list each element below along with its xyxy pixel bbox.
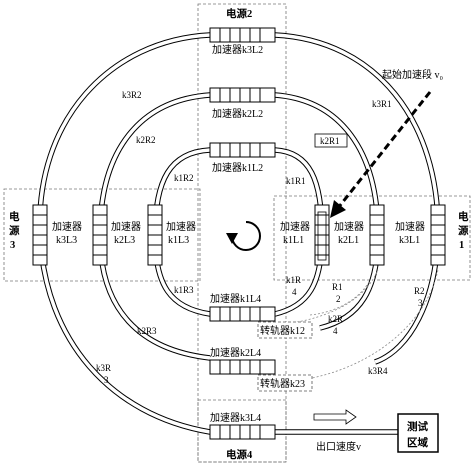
exit-velocity-label: 出口速度v (316, 440, 361, 453)
accelerator-k1L3-label-top: 加速器 (166, 221, 196, 233)
power-source-1-label-1: 电 (458, 210, 469, 223)
power-source-1-label-3: 1 (459, 240, 464, 251)
accelerator-k3L3-label-bottom: k3L3 (56, 235, 77, 246)
power-source-3-label-2: 源 (9, 224, 20, 237)
accelerator-k3L2: 加速器k3L2 (209, 27, 276, 56)
accelerator-k1L2-label: 加速器k1L2 (212, 162, 263, 174)
accelerator-k3L1: 加速器 k3L1 (395, 204, 446, 266)
segment-k3R3-a: k3R (96, 363, 111, 373)
accelerator-k2L1-label-bottom: k2L1 (338, 235, 359, 246)
switch-k12-label: 转轨器k12 (260, 324, 305, 337)
accelerator-k3L2-label: 加速器k3L2 (212, 44, 263, 56)
segment-k3R1: k3R1 (372, 99, 392, 109)
segment-k1R1: k1R1 (286, 176, 306, 186)
accelerator-k3L3: 加速器 k3L3 (32, 204, 82, 266)
segment-k2R4-a: k2R (328, 314, 343, 324)
accelerator-k3L1-label-top: 加速器 (395, 221, 425, 233)
power-source-3-label-3: 3 (10, 240, 15, 251)
power-source-2-label: 电源2 (226, 7, 252, 20)
injection-arrow (330, 91, 432, 218)
segment-k2R2: k2R2 (136, 135, 156, 145)
accelerator-k3L1-label-bottom: k3L1 (399, 235, 420, 246)
test-area-label-1: 测试 (407, 420, 428, 433)
power-source-3-label-1: 电 (9, 210, 20, 223)
accelerator-k1L1-label-top: 加速器 (280, 221, 310, 233)
accelerator-k2L3-label-top: 加速器 (111, 221, 141, 233)
accelerator-k2L2: 加速器k2L2 (209, 87, 276, 120)
start-segment-label: 起始加速段 v₀ (382, 68, 443, 81)
accelerator-k2L4: 加速器k2L4 (209, 347, 276, 375)
accelerator-k1L3: 加速器 k1L3 (147, 204, 196, 266)
segment-R1-a: R1 (332, 282, 343, 292)
accelerator-k1L1-label-bottom: k1L1 (283, 235, 304, 246)
test-area-label-2: 区域 (407, 436, 428, 449)
power-source-2-region (197, 3, 287, 463)
accelerator-k1L3-label-bottom: k1L3 (168, 235, 189, 246)
segment-k1R4-a: k1R (286, 275, 301, 285)
segment-k2R4-b: 4 (333, 326, 338, 336)
accelerator-k3L3-label-top: 加速器 (52, 221, 82, 233)
segment-R1-b: 2 (336, 294, 341, 304)
accelerator-k2L2-label: 加速器k2L2 (212, 108, 263, 120)
accelerator-k1L4-label: 加速器k1L4 (210, 293, 261, 305)
segment-k2R3: k2R3 (137, 326, 157, 336)
segment-k1R4-b: 4 (292, 287, 297, 297)
segment-k3R3-b: 3 (104, 375, 109, 385)
accelerator-k3L4-label: 加速器k3L4 (210, 412, 261, 424)
accelerator-k1L4: 加速器k1L4 (209, 293, 276, 322)
segment-k1R3: k1R3 (174, 285, 194, 295)
transfer-lines (284, 269, 439, 383)
power-source-4-label: 电源4 (226, 448, 253, 461)
accelerator-k2L4-label: 加速器k2L4 (210, 347, 261, 359)
test-area: 测试 区域 (397, 413, 439, 453)
segment-k3R2: k3R2 (122, 90, 142, 100)
segment-k3R4: k3R4 (368, 366, 388, 376)
segment-R2-b: 3 (418, 298, 423, 308)
accelerator-k2L3-label-bottom: k2L3 (114, 235, 135, 246)
segment-k2R1-box: k2R1 (314, 133, 348, 148)
segment-k1R2: k1R2 (174, 173, 194, 183)
power-source-1-label-2: 源 (458, 224, 469, 237)
switch-k23-label: 转轨器k23 (260, 377, 305, 390)
accelerator-k2L1: 加速器 k2L1 (334, 204, 385, 266)
switch-k12: 转轨器k12 (257, 321, 313, 339)
accelerator-k3L4: 加速器k3L4 (209, 412, 276, 440)
accelerator-k2L3: 加速器 k2L3 (92, 204, 141, 266)
accelerator-k2L1-label-top: 加速器 (334, 221, 364, 233)
accelerator-k1L1: 加速器 k1L1 (280, 204, 330, 266)
accelerator-k1L2: 加速器k1L2 (209, 142, 276, 174)
switch-k23: 转轨器k23 (257, 374, 313, 392)
segment-R2-a: R2 (414, 286, 425, 296)
exit-velocity-arrow (313, 409, 357, 425)
segment-k2R1: k2R1 (320, 136, 340, 146)
rotation-arrow-icon (226, 221, 261, 251)
